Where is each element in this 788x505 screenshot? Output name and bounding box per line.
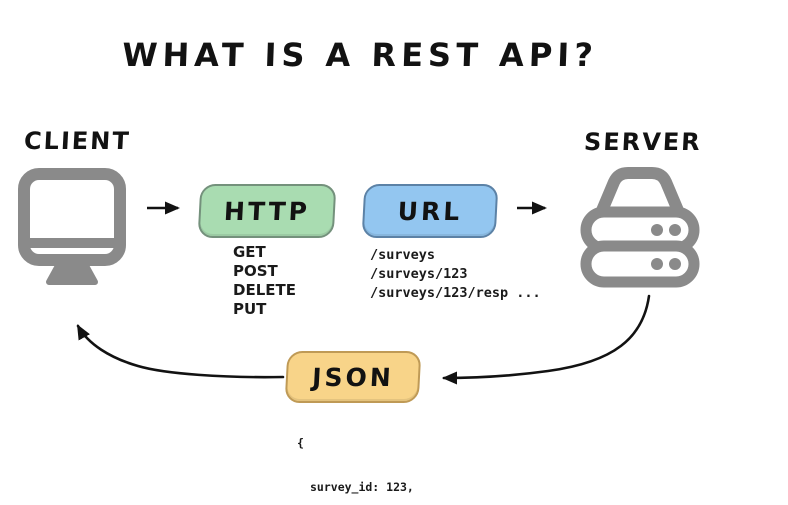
http-method: POST	[233, 262, 278, 280]
json-code-block: { survey_id: 123, score: 9, message: "am…	[297, 407, 462, 505]
json-label: JSON	[311, 362, 395, 392]
http-methods-list: GET POST DELETE PUT	[233, 243, 296, 319]
server-icon	[578, 160, 702, 290]
server-label: SERVER	[583, 128, 703, 156]
http-box: HTTP	[197, 184, 337, 238]
url-box: URL	[361, 184, 499, 238]
url-path: /surveys/123/resp ...	[370, 285, 541, 301]
page-title: WHAT IS A REST API?	[121, 36, 599, 74]
url-path: /surveys/123	[370, 266, 468, 282]
http-method: PUT	[233, 300, 267, 318]
http-label: HTTP	[223, 196, 311, 226]
client-label: CLIENT	[23, 127, 132, 155]
json-box: JSON	[284, 351, 422, 403]
json-code-line: {	[297, 436, 304, 450]
url-label: URL	[396, 196, 463, 226]
url-paths-list: /surveys /surveys/123 /surveys/123/resp …	[370, 246, 541, 303]
arrow-server-to-json	[442, 294, 651, 385]
url-path: /surveys	[370, 247, 436, 263]
http-method: GET	[233, 243, 266, 261]
monitor-icon	[16, 166, 128, 290]
http-method: DELETE	[233, 281, 296, 299]
json-code-line: survey_id: 123,	[310, 479, 414, 494]
arrow-json-to-client	[76, 324, 285, 379]
